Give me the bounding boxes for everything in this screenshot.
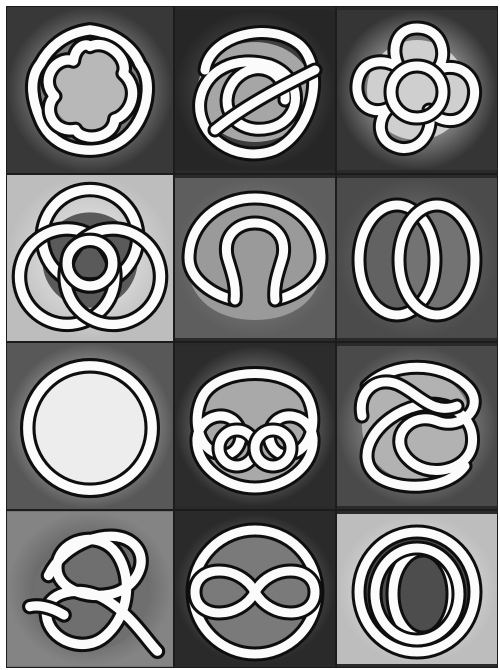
seven-lobed-torus-knot-icon <box>7 7 173 173</box>
tangled-crossed-loop-icon <box>175 7 335 173</box>
nested-horseshoe-loop-icon <box>175 175 335 341</box>
knot-tile-square-weave <box>336 342 498 510</box>
knot-gallery-grid <box>6 6 498 668</box>
triple-interlaced-circles-icon <box>7 175 173 341</box>
knot-tile-triple-circle <box>6 174 174 342</box>
concentric-linked-rings-icon <box>337 511 497 667</box>
pretzel-knot-icon <box>175 343 335 509</box>
knot-tile-open-trefoil <box>6 510 174 668</box>
knot-tile-nested-horseshoe <box>174 174 336 342</box>
open-trefoil-knot-icon <box>7 511 173 667</box>
infinity-in-circle-icon <box>175 511 335 667</box>
knot-tile-tangled-loop <box>174 6 336 174</box>
five-petal-knot-icon <box>337 7 497 173</box>
knot-tile-pretzel-knot <box>174 342 336 510</box>
knot-tile-hopf-link <box>336 174 498 342</box>
knot-tile-linked-rings <box>336 510 498 668</box>
two-linked-ovals-icon <box>337 175 497 341</box>
knot-tile-seven-lobe-ring <box>6 6 174 174</box>
knot-tile-unknot-circle <box>6 342 174 510</box>
square-weave-knot-icon <box>337 343 497 509</box>
single-circle-icon <box>7 343 173 509</box>
knot-tile-figure-eight-circle <box>174 510 336 668</box>
knot-tile-five-petal <box>336 6 498 174</box>
